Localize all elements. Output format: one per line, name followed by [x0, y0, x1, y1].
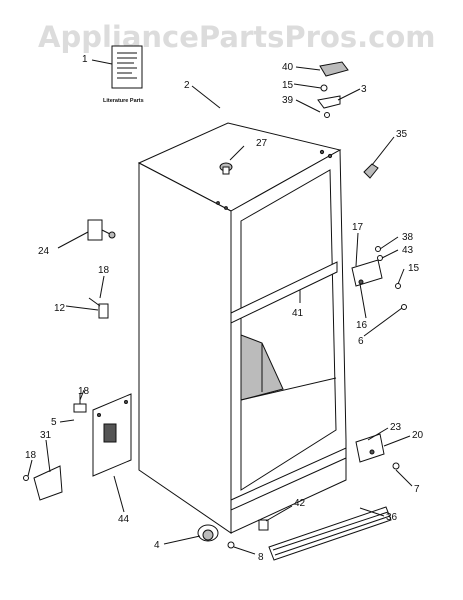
cabinet: [137, 122, 347, 534]
callout-41: 41: [292, 308, 304, 319]
callout-16: 16: [356, 320, 368, 331]
center-hinge-parts: [351, 246, 407, 310]
part-5-bracket: [73, 393, 87, 413]
part-44-panel: [92, 393, 132, 477]
callout-44: 44: [118, 514, 130, 525]
part-36-grille: [268, 506, 392, 561]
callout-31: 31: [40, 430, 52, 441]
callout-12: 12: [54, 303, 66, 314]
part-31-cover: [23, 465, 63, 501]
part-35-cap: [363, 163, 379, 179]
callout-15-right: 15: [408, 263, 420, 274]
literature-label: Literature Parts: [103, 98, 144, 104]
leader-lines: [27, 59, 413, 555]
callout-40: 40: [282, 62, 294, 73]
bottom-hinge-parts: [355, 433, 400, 470]
callout-6: 6: [358, 336, 364, 347]
callout-38: 38: [402, 232, 414, 243]
part-24-bracket: [87, 219, 116, 241]
callout-4: 4: [154, 540, 160, 551]
callout-36: 36: [386, 512, 398, 523]
callout-15-top: 15: [282, 80, 294, 91]
callout-39: 39: [282, 95, 294, 106]
callout-18-mid: 18: [78, 386, 90, 397]
watermark: AppliancePartsPros.com: [38, 20, 435, 54]
top-hinge-cover: [319, 61, 349, 77]
literature-booklet: Literature Parts: [103, 45, 144, 104]
callout-43: 43: [402, 245, 414, 256]
callout-17: 17: [352, 222, 364, 233]
callout-20: 20: [412, 430, 424, 441]
top-hinge-parts: [317, 84, 341, 118]
callout-24: 24: [38, 246, 50, 257]
callout-7: 7: [414, 484, 420, 495]
callout-5: 5: [51, 417, 57, 428]
part-27-plug: [219, 162, 233, 175]
callout-1: 1: [82, 54, 88, 65]
part-4-roller: [197, 524, 235, 549]
callout-27: 27: [256, 138, 268, 149]
callout-18-upper: 18: [98, 265, 110, 276]
callout-2: 2: [184, 80, 190, 91]
callout-23: 23: [390, 422, 402, 433]
callout-8: 8: [258, 552, 264, 563]
callout-numbers: 1 2 27 40 15 3 39 35 24 18 12 17 38 43 1…: [25, 54, 424, 563]
callout-3: 3: [361, 84, 367, 95]
callout-35: 35: [396, 129, 408, 140]
part-42-clip: [258, 519, 269, 531]
callout-18-lower: 18: [25, 450, 37, 461]
callout-42: 42: [294, 498, 306, 509]
part-12-clip: [88, 297, 109, 319]
